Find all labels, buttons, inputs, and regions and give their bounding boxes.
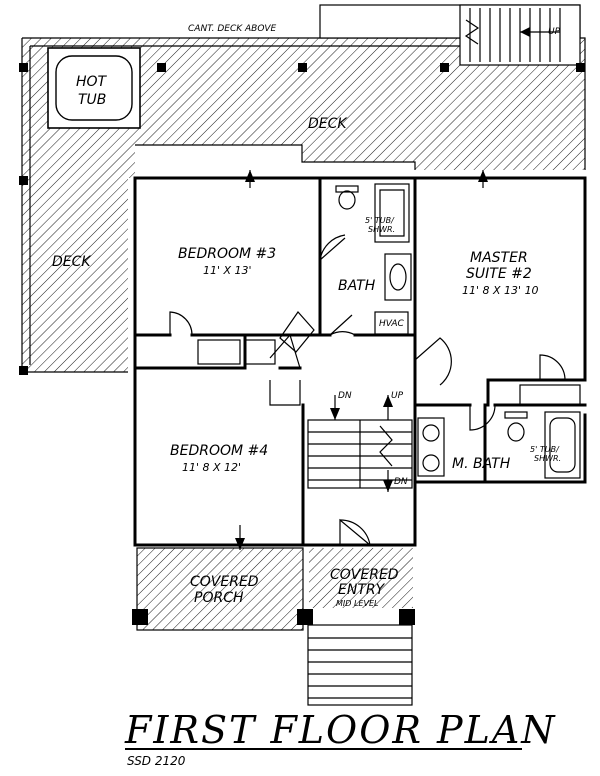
stair-treads-top bbox=[464, 8, 561, 62]
interior-stairs: DN UP DN bbox=[307, 391, 413, 492]
covered-entry-label-3: MID LEVEL bbox=[336, 599, 378, 608]
plan-subtitle: SSD 2120 bbox=[127, 754, 186, 768]
deck-label-top: DECK bbox=[308, 116, 348, 132]
stair-down-label-2: DN bbox=[394, 477, 408, 487]
tub-shower-label-1b: SHWR. bbox=[368, 225, 395, 234]
master-suite-label-1: MASTER bbox=[470, 250, 528, 266]
deck-label-left: DECK bbox=[52, 254, 92, 270]
bath-label: BATH bbox=[338, 278, 376, 294]
stair-up-label: UP bbox=[548, 27, 561, 37]
interior-walls bbox=[133, 176, 587, 547]
tub-shower-label-2: 5' TUB/ bbox=[530, 445, 560, 454]
door-swings bbox=[169, 234, 566, 546]
bath-fixtures: 5' TUB/ SHWR. HVAC BATH bbox=[335, 183, 412, 335]
tub-shower-label-1: 5' TUB/ bbox=[365, 216, 395, 225]
stair-down-label-1: DN bbox=[338, 391, 352, 401]
title-underline bbox=[125, 748, 522, 750]
hot-tub-label-2: TUB bbox=[78, 92, 106, 108]
exterior-walls bbox=[133, 176, 587, 547]
plan-title: FIRST FLOOR PLAN bbox=[125, 708, 557, 752]
bedroom4-label: BEDROOM #4 bbox=[170, 443, 268, 459]
covered-entry-label-2: ENTRY bbox=[338, 582, 386, 598]
deck-area: UP CANT. DECK ABOVE DECK DECK bbox=[19, 4, 586, 375]
master-bath-fixtures: 5' TUB/ SHWR. M. BATH bbox=[417, 411, 581, 479]
master-suite-size: 11' 8 X 13' 10 bbox=[462, 284, 539, 297]
hot-tub: HOT TUB bbox=[47, 47, 141, 129]
cantilever-deck-label: CANT. DECK ABOVE bbox=[188, 24, 277, 34]
covered-porch-label-1: COVERED bbox=[190, 574, 259, 590]
master-suite-label-2: SUITE #2 bbox=[466, 266, 532, 282]
stair-up-label-2: UP bbox=[391, 391, 404, 401]
bedroom4-size: 11' 8 X 12' bbox=[182, 461, 241, 474]
master-bath-label: M. BATH bbox=[452, 456, 511, 472]
covered-porch-label-2: PORCH bbox=[194, 590, 244, 606]
window-markers bbox=[235, 170, 488, 550]
tub-shower-label-2b: SHWR. bbox=[534, 454, 561, 463]
bedroom3-label: BEDROOM #3 bbox=[178, 246, 276, 262]
covered-porch-hatch bbox=[137, 548, 303, 630]
covered-entry-label-1: COVERED bbox=[330, 567, 399, 583]
hot-tub-label-1: HOT bbox=[76, 74, 108, 90]
front-steps bbox=[307, 624, 413, 706]
bedroom3-size: 11' X 13' bbox=[203, 264, 252, 277]
hvac-label: HVAC bbox=[379, 319, 404, 329]
